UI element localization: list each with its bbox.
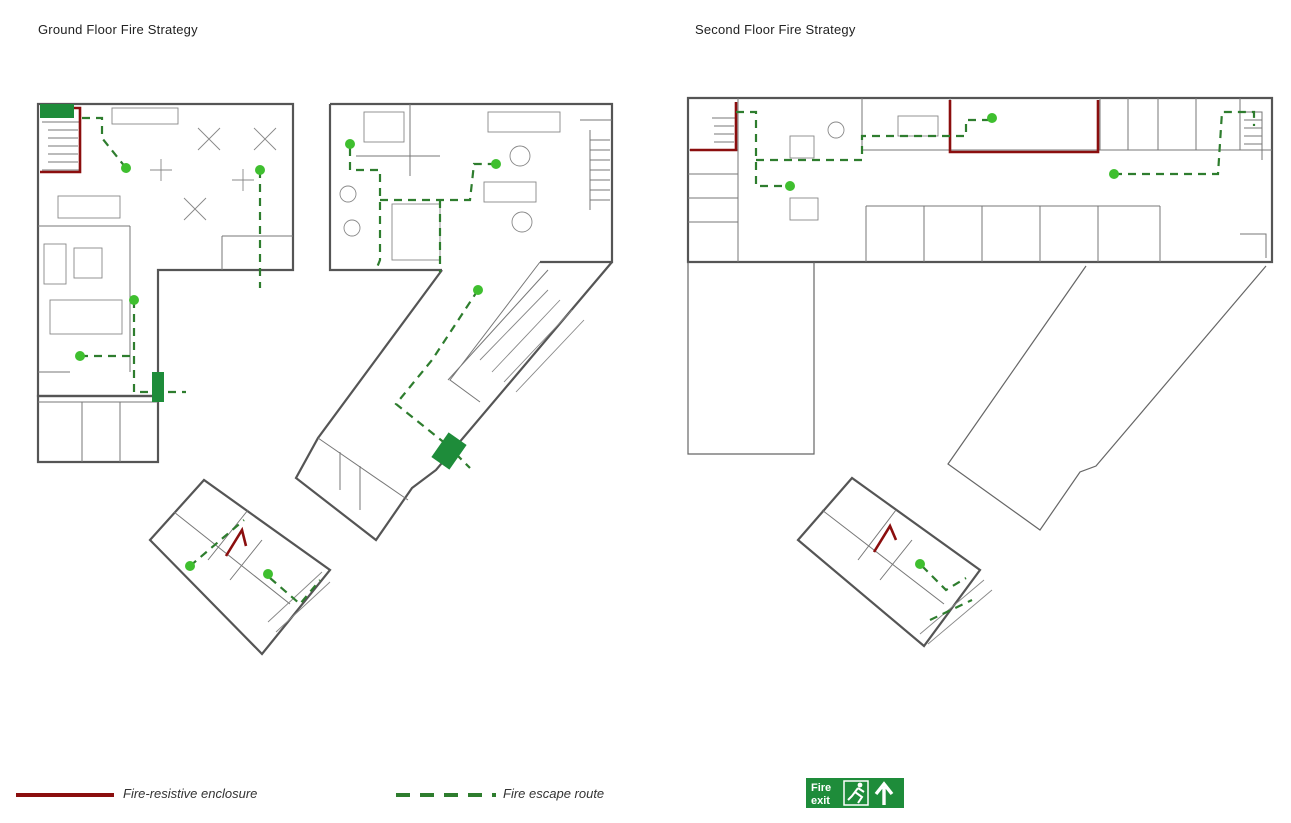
second-floor-title: Second Floor Fire Strategy — [695, 22, 856, 37]
ground-central-block-walls — [328, 102, 614, 272]
second-enclosure-meeting — [948, 100, 1100, 154]
second-floor-plan — [686, 96, 1274, 648]
second-main-block-walls — [686, 96, 1274, 264]
ground-stair-nw — [42, 121, 81, 171]
second-enclosure-house — [872, 523, 898, 553]
ground-escape-routes — [80, 116, 496, 606]
ground-exit-signs — [40, 104, 467, 470]
sign-line1: Fire — [811, 782, 831, 794]
arrow-up-icon — [874, 781, 894, 805]
ground-floor-title: Ground Floor Fire Strategy — [38, 22, 198, 37]
legend-fire-resistive-label: Fire-resistive enclosure — [123, 786, 258, 801]
second-assembly-nodes — [785, 113, 1119, 569]
second-enclosure-nw — [690, 102, 738, 152]
ground-west-block-walls — [36, 102, 295, 398]
second-site-outline-diagonal — [947, 265, 1267, 531]
legend: Fire exit — [16, 778, 904, 808]
ground-diagonal-wing-walls — [294, 261, 613, 542]
ground-floor-plan — [36, 102, 614, 656]
ground-house-walls — [148, 478, 332, 656]
running-person-icon — [843, 780, 869, 806]
sign-line2: exit — [811, 795, 830, 807]
legend-fire-exit-sign: Fire exit — [806, 778, 904, 808]
legend-escape-route-label: Fire escape route — [503, 786, 605, 801]
second-escape-routes — [736, 110, 1256, 621]
second-house-walls — [796, 476, 982, 648]
second-site-outline-west — [687, 262, 815, 455]
ground-enclosure-house — [224, 526, 248, 557]
ground-west-annex-walls — [36, 394, 160, 464]
ground-assembly-nodes — [75, 139, 501, 579]
